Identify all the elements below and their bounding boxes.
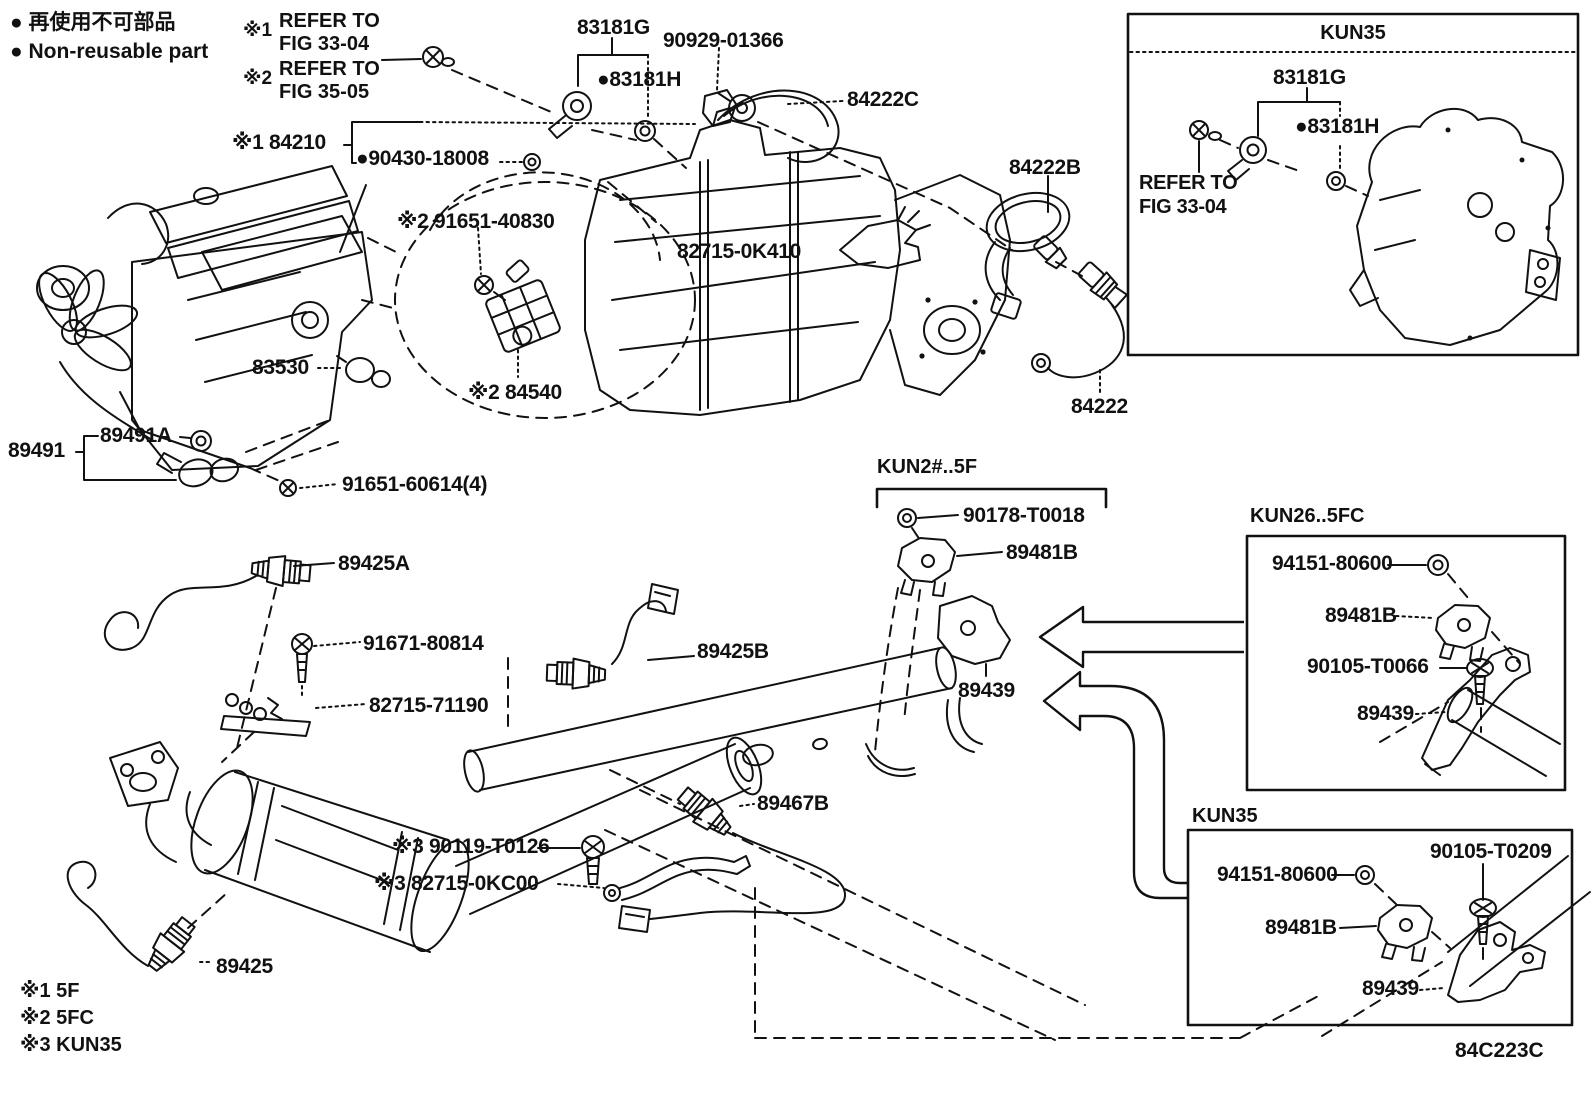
ref-note-2: ※2 REFER TO FIG 35-05: [243, 58, 380, 104]
oxygen-sensor-89425: [66, 860, 229, 978]
exhaust-converter-drawing: [109, 646, 1591, 1041]
kun35-bottom-label-94151-80600: 94151-80600: [1217, 863, 1338, 886]
kun35-bottom-title: KUN35: [1192, 805, 1258, 827]
part-label-84222c: 84222C: [847, 88, 919, 111]
kun26-label-90105-t0066: 90105-T0066: [1307, 655, 1429, 678]
ref2-line1: REFER TO: [279, 58, 380, 80]
part-label-82715-71190: 82715-71190: [369, 694, 489, 717]
legend: ● 再使用不可部品 ● Non-reusable part: [10, 8, 208, 66]
part-label-82715-0k410: 82715-0K410: [677, 240, 801, 263]
bolt-91671: [291, 633, 361, 696]
ref-note-1: ※1 REFER TO FIG 33-04: [243, 10, 380, 56]
kun35-bottom-label-90105-t0209: 90105-T0209: [1430, 840, 1552, 863]
ref1-line2: FIG 33-04: [279, 33, 370, 55]
part-label-90178-t0018: 90178-T0018: [963, 504, 1085, 527]
drawing-code: 84C223C: [1455, 1039, 1544, 1062]
part-label-84540: ※2 84540: [468, 381, 562, 404]
shift-lever-retainer-group: [343, 121, 696, 223]
kun26-label-94151-80600: 94151-80600: [1272, 552, 1393, 575]
kun35-bottom-label-89481b: 89481B: [1265, 916, 1337, 939]
legend-jp: ● 再使用不可部品: [10, 11, 176, 34]
kun26-title: KUN26..5FC: [1250, 505, 1365, 527]
kun26-box: [1245, 534, 1567, 792]
part-label-84210: ※1 84210: [232, 131, 326, 154]
part-label-89491a: 89491A: [100, 424, 172, 447]
neutral-start-switch-group: [474, 227, 561, 378]
ref1-line1: REFER TO: [279, 10, 380, 32]
engine-drawing: [36, 165, 373, 471]
footnotes: ※1 5F ※2 5FC ※3 KUN35: [20, 978, 122, 1059]
part-label-91671-80814: 91671-80814: [363, 632, 484, 655]
part-label-89481b: 89481B: [1006, 541, 1078, 564]
speed-sensor-group: [381, 37, 1013, 251]
footnote-1: ※1 5F: [20, 980, 80, 1002]
part-label-89425b: 89425B: [697, 640, 769, 663]
part-label-91651-40830: ※2 91651-40830: [397, 210, 555, 233]
part-label-90119-t0126: ※3 90119-T0126: [392, 835, 550, 858]
part-label-91651-60614: 91651-60614(4): [342, 473, 488, 496]
part-label-90929-01366: 90929-01366: [663, 29, 784, 52]
part-label-82715-0kc00: ※3 82715-0KC00: [374, 872, 539, 895]
ref2-line2: FIG 35-05: [279, 81, 370, 103]
crank-position-sensor-group: [75, 419, 339, 497]
part-label-89467b: 89467B: [757, 792, 829, 815]
part-label-89425a: 89425A: [338, 552, 410, 575]
kun2-group: [865, 487, 1108, 777]
legend-en: ● Non-reusable part: [10, 40, 209, 63]
part-label-89491: 89491: [8, 439, 65, 462]
footnote-2: ※2 5FC: [20, 1007, 94, 1029]
part-label-83181g: 83181G: [577, 16, 650, 39]
oxygen-sensor-89467b: [618, 781, 847, 933]
oil-pressure-switch: [317, 355, 391, 388]
bracket-82715-71190: [220, 693, 367, 763]
kun35-top-label-83181h: ●83181H: [1295, 115, 1380, 138]
footnote-3: ※3 KUN35: [20, 1034, 122, 1056]
kun35-top-ref-line1: REFER TO: [1139, 172, 1238, 194]
ref2-symbol: ※2: [243, 68, 273, 89]
bracket-82715-0kc00: [557, 855, 751, 902]
callout-arrows: [1038, 605, 1244, 900]
ref1-symbol: ※1: [243, 20, 273, 41]
part-label-90430-18008: ●90430-18008: [356, 147, 489, 170]
oxygen-sensor-89425b: [507, 583, 695, 735]
kun35-top-ref-line2: FIG 33-04: [1139, 196, 1227, 218]
transfer-indicator-switch-group: [984, 175, 1128, 393]
part-label-84222: 84222: [1071, 395, 1128, 418]
kun35-top-title: KUN35: [1320, 22, 1386, 44]
kun26-label-89439: 89439: [1357, 702, 1414, 725]
kun35-bottom-label-89439: 89439: [1362, 977, 1419, 1000]
kun35-top-box: [1126, 12, 1580, 357]
part-label-84222b: 84222B: [1009, 156, 1081, 179]
kun26-label-89481b: 89481B: [1325, 604, 1397, 627]
kun2-title: KUN2#..5F: [877, 456, 978, 478]
kun35-top-label-83181g: 83181G: [1273, 66, 1346, 89]
bolt-90119: [537, 835, 605, 885]
kun35-bottom-box: [1186, 828, 1574, 1027]
oxygen-sensor-89425a: [103, 552, 335, 753]
part-label-89439: 89439: [958, 679, 1015, 702]
part-label-83181h: ●83181H: [597, 68, 682, 91]
part-label-83530: 83530: [252, 356, 309, 379]
part-label-89425: 89425: [216, 955, 273, 978]
